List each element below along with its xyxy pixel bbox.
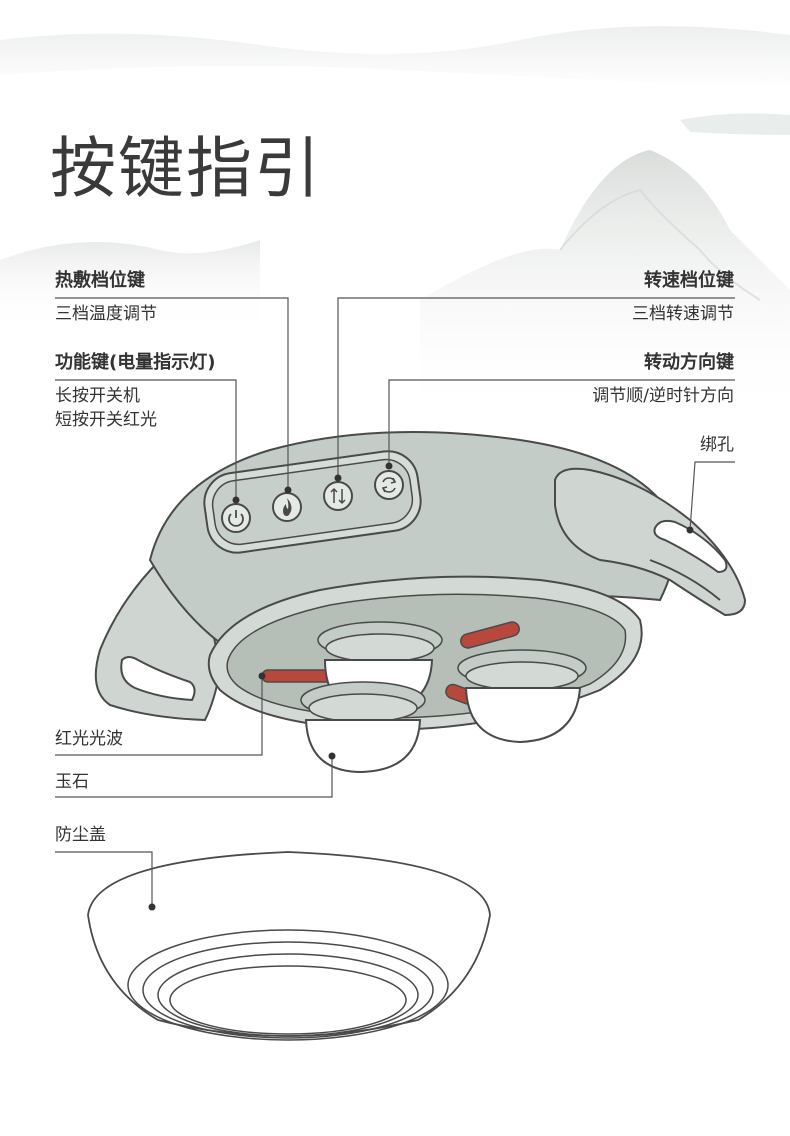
speed-arrows-icon [330, 487, 346, 505]
func-key-desc-2: 短按开关红光 [55, 410, 157, 430]
right-handle [554, 467, 747, 617]
dust-cover [87, 851, 491, 1041]
dir-key-title: 转动方向键 [644, 352, 734, 373]
heat-key-desc: 三档温度调节 [55, 304, 157, 324]
speed-key-desc: 三档转速调节 [632, 304, 734, 324]
power-icon [228, 510, 244, 527]
heat-button[interactable] [272, 492, 302, 522]
flame-icon [283, 498, 292, 516]
jade-ball [300, 681, 426, 774]
dust-cover-label: 防尘盖 [55, 825, 106, 845]
page-title: 按键指引 [50, 130, 322, 208]
rotate-icon [381, 477, 397, 493]
leader-lines [55, 297, 735, 907]
jade-label: 玉石 [55, 772, 89, 792]
direction-button[interactable] [374, 470, 404, 500]
red-light-label: 红光光波 [55, 729, 123, 749]
strap-hole-label: 绑孔 [700, 435, 734, 455]
red-light-strip [460, 621, 520, 649]
speed-button[interactable] [323, 481, 353, 511]
dir-key-desc: 调节顺/逆时针方向 [592, 386, 734, 406]
heat-key-title: 热敷档位键 [55, 270, 145, 291]
leader-dots [148, 462, 694, 911]
speed-key-title: 转速档位键 [644, 270, 734, 291]
right-strap-slot [653, 519, 728, 574]
power-button[interactable] [221, 503, 251, 533]
func-key-desc-1: 长按开关机 [55, 386, 140, 406]
jade-ball [457, 649, 587, 744]
left-strap-slot [120, 656, 196, 702]
func-key-title: 功能键(电量指示灯) [55, 352, 216, 373]
red-light-strip [261, 669, 333, 683]
